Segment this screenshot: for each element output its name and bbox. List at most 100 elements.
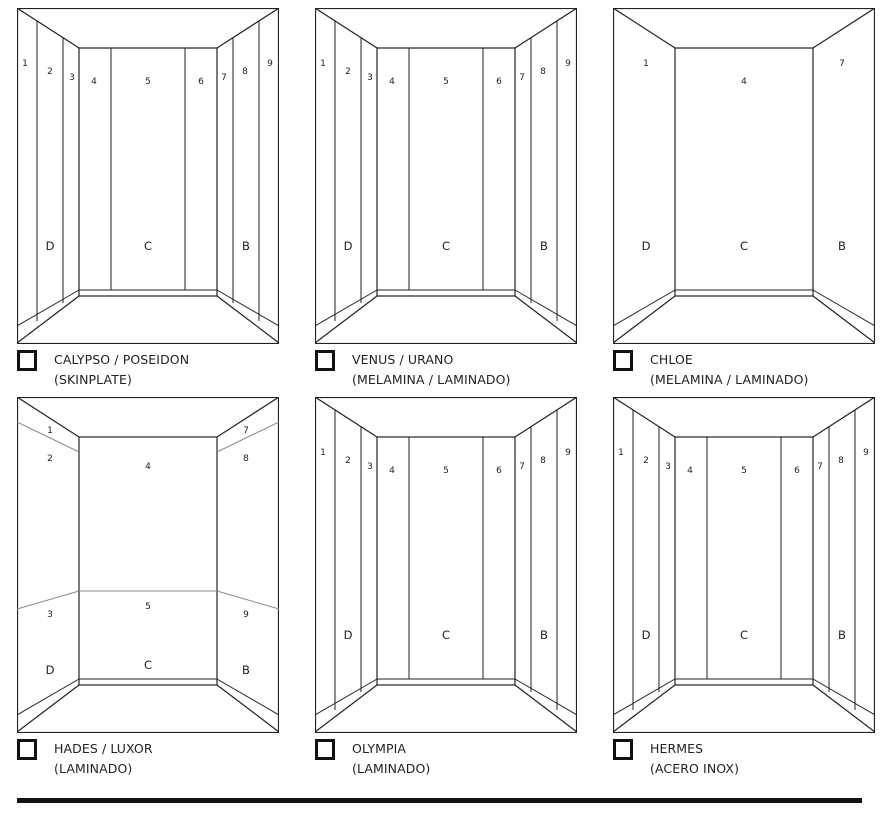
wall-label: D: [344, 239, 353, 253]
outer-frame: [17, 397, 279, 733]
panel-label: 4: [145, 462, 151, 472]
panel-label: 9: [863, 448, 869, 458]
panel-label: 5: [145, 602, 151, 612]
panel-joint: [17, 421, 80, 453]
cabin-material: (LAMINADO): [54, 761, 133, 776]
floor-corner-right: [514, 295, 577, 344]
panel-label: 6: [794, 466, 800, 476]
select-checkbox[interactable]: [613, 739, 633, 760]
panel-joint: [216, 421, 279, 453]
panel-joint: [17, 590, 80, 610]
panel-label: 9: [565, 59, 571, 69]
panel-label: 7: [243, 426, 249, 436]
cabin-caption: CALYPSO / POSEIDON(SKINPLATE): [54, 350, 189, 390]
floor-edge-left: [17, 289, 80, 327]
panel-label: 2: [345, 67, 351, 77]
panel-label: 1: [320, 59, 326, 69]
panel-label: 8: [243, 454, 249, 464]
floor-edge-right: [514, 289, 577, 327]
select-checkbox[interactable]: [613, 350, 633, 371]
ceiling-edge-left: [315, 397, 378, 438]
panel-label: 7: [519, 462, 525, 472]
ceiling-edge-right: [514, 397, 577, 438]
ceiling-edge-right: [216, 8, 279, 49]
wall-label: C: [442, 239, 450, 253]
select-checkbox[interactable]: [315, 350, 335, 371]
floor-corner-left: [613, 295, 676, 344]
panel-label: 5: [443, 466, 449, 476]
panel-label: 2: [47, 67, 53, 77]
back-wall: [78, 436, 218, 686]
wall-label: C: [740, 239, 748, 253]
floor-corner-right: [812, 295, 875, 344]
panel-label: 5: [145, 77, 151, 87]
wall-label: C: [144, 658, 152, 672]
ceiling-edge-right: [812, 397, 875, 438]
outer-frame: [17, 8, 279, 344]
floor-edge-right: [216, 289, 279, 327]
floor-corner-left: [613, 684, 676, 733]
panel-label: 7: [817, 462, 823, 472]
wall-label: C: [442, 628, 450, 642]
panel-label: 1: [618, 448, 624, 458]
cabin-caption: OLYMPIA(LAMINADO): [352, 739, 430, 779]
panel-label: 3: [665, 462, 671, 472]
panel-label: 1: [643, 59, 649, 69]
panel-label: 2: [47, 454, 53, 464]
wall-label: D: [642, 628, 651, 642]
wall-label: B: [242, 239, 250, 253]
panel-label: 4: [389, 77, 395, 87]
bottom-divider: [17, 798, 862, 803]
floor-corner-left: [315, 684, 378, 733]
cabin-name: HADES / LUXOR: [54, 741, 153, 756]
panel-label: 7: [221, 73, 227, 83]
wall-label: B: [242, 663, 250, 677]
ceiling-edge-left: [315, 8, 378, 49]
cabin-material: (MELAMINA / LAMINADO): [352, 372, 511, 387]
wall-label: C: [740, 628, 748, 642]
panel-label: 8: [838, 456, 844, 466]
panel-label: 8: [242, 67, 248, 77]
select-checkbox[interactable]: [315, 739, 335, 760]
cabin-caption: CHLOE(MELAMINA / LAMINADO): [650, 350, 809, 390]
back-wall: [674, 47, 814, 297]
panel-label: 7: [519, 73, 525, 83]
panel-label: 4: [389, 466, 395, 476]
panel-label: 5: [741, 466, 747, 476]
floor-edge-right: [812, 678, 875, 716]
panel-label: 6: [198, 77, 204, 87]
ceiling-edge-left: [17, 8, 80, 49]
floor-corner-right: [216, 295, 279, 344]
back-wall: [674, 436, 814, 686]
panel-label: 2: [643, 456, 649, 466]
panel-label: 8: [540, 456, 546, 466]
panel-label: 1: [22, 59, 28, 69]
floor-edge-left: [613, 678, 676, 716]
cabin-material: (SKINPLATE): [54, 372, 132, 387]
select-checkbox[interactable]: [17, 350, 37, 371]
back-wall: [78, 47, 218, 297]
ceiling-edge-left: [17, 397, 80, 438]
cabin-caption: HADES / LUXOR (LAMINADO): [54, 739, 153, 779]
wall-label: B: [838, 628, 846, 642]
floor-edge-right: [812, 289, 875, 327]
cabin-caption: VENUS / URANO(MELAMINA / LAMINADO): [352, 350, 511, 390]
panel-label: 6: [496, 466, 502, 476]
select-checkbox[interactable]: [17, 739, 37, 760]
